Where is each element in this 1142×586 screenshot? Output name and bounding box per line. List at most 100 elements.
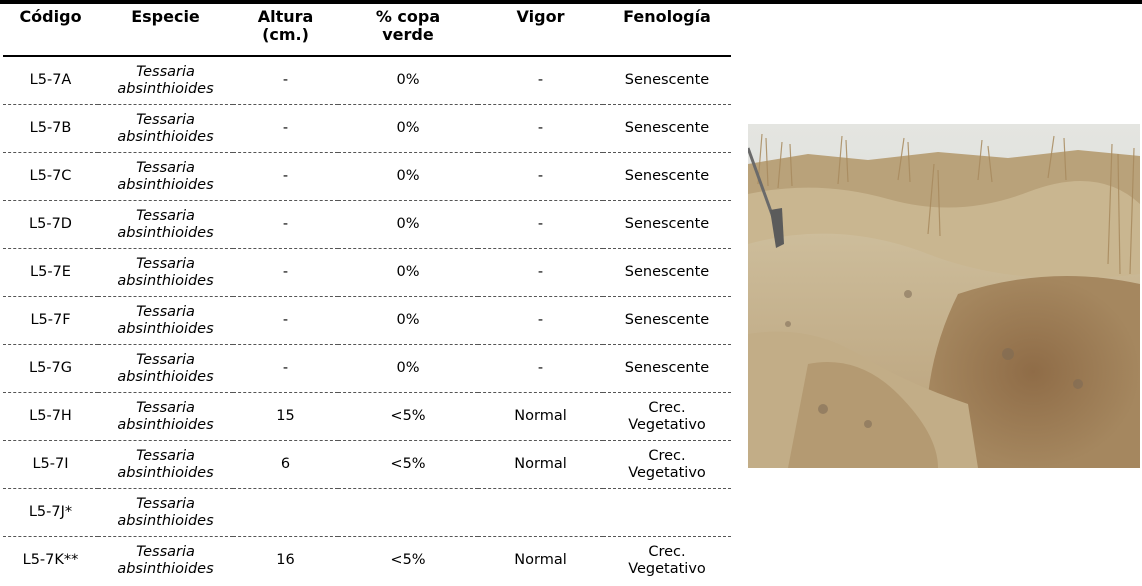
header-vigor: Vigor — [478, 4, 603, 57]
cell-vigor: Normal — [514, 552, 567, 568]
cell-height: - — [233, 296, 338, 345]
header-height: Altura (cm.) — [233, 4, 338, 57]
cell-canopy: 0% — [338, 56, 478, 105]
cell-code: L5-7H — [3, 392, 98, 441]
cell-height: - — [233, 200, 338, 249]
header-code: Código — [3, 4, 98, 57]
cell-canopy: 0% — [338, 344, 478, 393]
cell-height: - — [233, 152, 338, 201]
phenology-line: Vegetativo — [628, 416, 706, 433]
species-table: Código Especie Altura (cm.) % copa verde… — [3, 4, 731, 584]
species-line: absinthioides — [117, 80, 214, 97]
cell-canopy: 0% — [338, 200, 478, 249]
header-canopy-line1: % copa — [375, 7, 441, 26]
cell-phenology: Senescente — [603, 152, 731, 201]
species-line: Tessaria — [136, 159, 195, 176]
cell-vigor: Normal — [478, 392, 603, 441]
cell-phenology: Senescente — [603, 344, 731, 393]
phenology-line: Senescente — [624, 72, 710, 88]
cell-height: 6 — [233, 440, 338, 489]
site-photo — [748, 124, 1140, 468]
cell-code: L5-7D — [3, 200, 98, 249]
cell-code: L5-7G — [3, 344, 98, 393]
cell-height: - — [233, 248, 338, 297]
cell-vigor — [478, 488, 603, 537]
cell-phenology: Crec.Vegetativo — [603, 537, 731, 585]
cell-code: L5-7F — [3, 296, 98, 345]
header-canopy-line2: verde — [382, 25, 434, 44]
phenology-line: Senescente — [624, 360, 710, 376]
cell-phenology: Senescente — [603, 56, 731, 105]
header-species: Especie — [98, 4, 233, 57]
table-header-row: Código Especie Altura (cm.) % copa verde… — [3, 4, 731, 57]
species-line: Tessaria — [136, 255, 195, 272]
cell-canopy: 0% — [338, 104, 478, 153]
species-line: absinthioides — [117, 416, 214, 433]
phenology-line: Crec. — [648, 447, 686, 464]
cell-code: L5-7K** — [22, 552, 79, 568]
phenology-line: Vegetativo — [628, 560, 706, 577]
phenology-line: Senescente — [624, 264, 710, 280]
species-line: Tessaria — [136, 351, 195, 368]
cell-height: 16 — [276, 552, 295, 568]
cell-canopy: 0% — [338, 296, 478, 345]
cell-canopy — [338, 488, 478, 537]
phenology-line: Crec. — [648, 543, 686, 560]
species-line: Tessaria — [136, 303, 195, 320]
cell-phenology: Senescente — [603, 200, 731, 249]
species-line: Tessaria — [136, 63, 195, 80]
species-line: absinthioides — [117, 128, 214, 145]
cell-vigor: Normal — [478, 440, 603, 489]
cell-phenology: Crec.Vegetativo — [603, 392, 731, 441]
phenology-line: Senescente — [624, 216, 710, 232]
cell-vigor: - — [478, 200, 603, 249]
species-line: Tessaria — [136, 207, 195, 224]
cell-height — [233, 488, 338, 537]
cell-vigor: - — [478, 152, 603, 201]
species-line: absinthioides — [117, 512, 214, 529]
cell-height: - — [233, 344, 338, 393]
cell-canopy: 0% — [338, 152, 478, 201]
phenology-line: Vegetativo — [628, 464, 706, 481]
species-line: absinthioides — [117, 176, 214, 193]
species-line: Tessaria — [136, 399, 195, 416]
cell-phenology: Senescente — [603, 104, 731, 153]
header-canopy: % copa verde — [338, 4, 478, 57]
species-line: absinthioides — [117, 224, 214, 241]
cell-vigor: - — [478, 344, 603, 393]
species-line: absinthioides — [117, 464, 214, 481]
phenology-line: Crec. — [648, 399, 686, 416]
cell-code: L5-7J* — [3, 488, 98, 537]
top-rule — [0, 0, 1142, 4]
cell-vigor: - — [478, 248, 603, 297]
species-line: Tessaria — [136, 543, 195, 560]
species-line: Tessaria — [136, 495, 195, 512]
cell-code: L5-7B — [3, 104, 98, 153]
cell-phenology: Senescente — [603, 296, 731, 345]
cell-phenology — [603, 488, 731, 537]
species-line: absinthioides — [117, 272, 214, 289]
species-line: absinthioides — [117, 560, 214, 577]
cell-code: L5-7I — [3, 440, 98, 489]
cell-phenology: Crec.Vegetativo — [603, 440, 731, 489]
header-height-line2: (cm.) — [262, 25, 309, 44]
cell-vigor: - — [478, 56, 603, 105]
cell-height: - — [233, 56, 338, 105]
